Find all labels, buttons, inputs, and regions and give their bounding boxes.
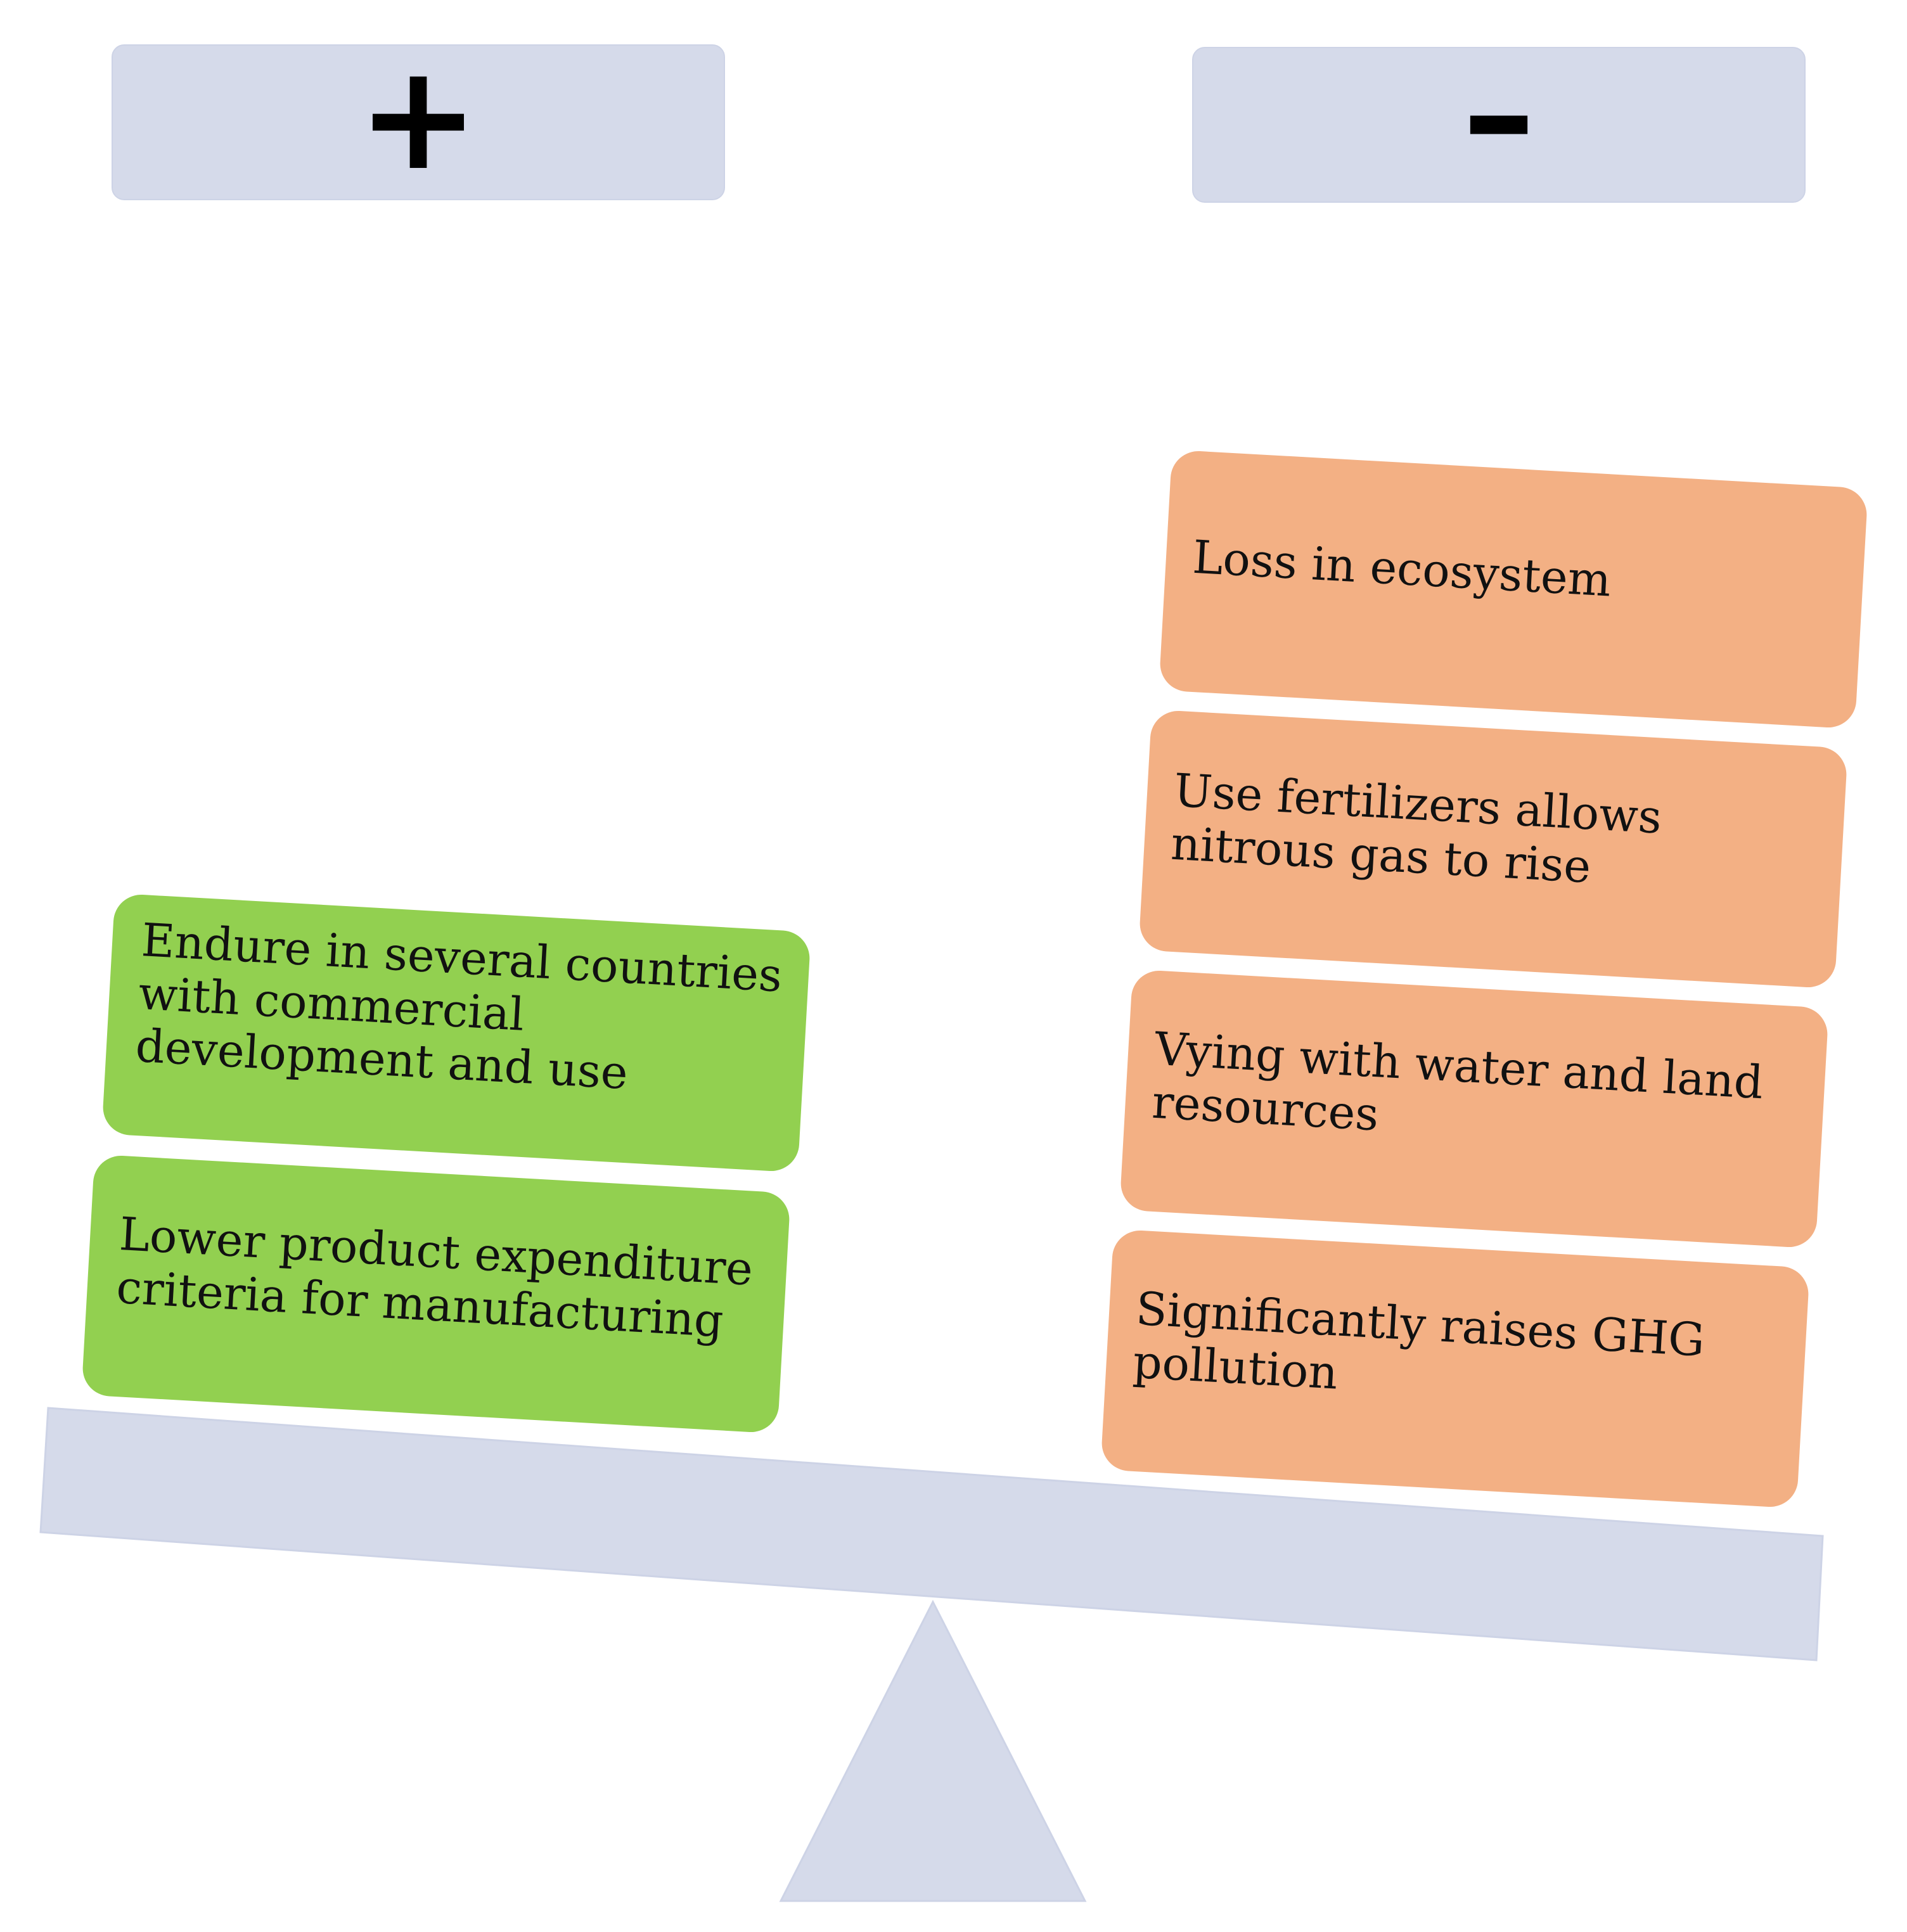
pro-card: Lower product expenditure criteria for m…	[81, 1154, 791, 1434]
con-card: Vying with water and land resources	[1119, 969, 1829, 1249]
con-card: Loss in ecosystem	[1159, 449, 1868, 729]
pro-card-text: Endure in several countries with commerc…	[134, 913, 784, 1100]
pros-header: +	[112, 44, 725, 200]
cons-header: –	[1192, 42, 1806, 203]
scale-fulcrum	[779, 1599, 1087, 1902]
minus-icon: –	[1462, 30, 1536, 200]
con-card-text: Loss in ecosystem	[1191, 530, 1613, 607]
scale-beam	[39, 1407, 1824, 1661]
con-card-text: Significantly raises GHG pollution	[1131, 1281, 1707, 1400]
pro-card-text: Lower product expenditure criteria for m…	[115, 1207, 755, 1347]
con-card: Significantly raises GHG pollution	[1100, 1229, 1810, 1509]
con-card-text: Use fertilizers allows nitrous gas to ri…	[1169, 763, 1664, 893]
con-card-text: Vying with water and land resources	[1150, 1021, 1765, 1141]
pro-card: Endure in several countries with commerc…	[101, 893, 811, 1173]
con-card: Use fertilizers allows nitrous gas to ri…	[1138, 709, 1848, 989]
plus-icon: +	[357, 34, 480, 203]
